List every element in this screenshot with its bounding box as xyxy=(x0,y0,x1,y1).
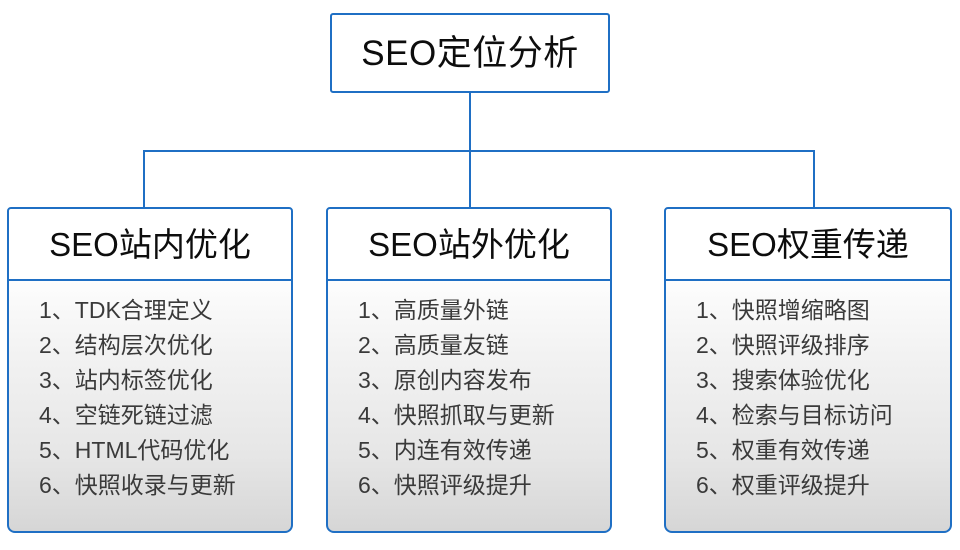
branch-title-1: SEO站内优化 xyxy=(49,225,251,263)
connector-horizontal-bar xyxy=(143,150,815,152)
list-item: 5、内连有效传递 xyxy=(358,437,532,463)
root-node-label: SEO定位分析 xyxy=(361,33,579,73)
list-item: 2、快照评级排序 xyxy=(696,332,870,358)
branch-title-3: SEO权重传递 xyxy=(707,225,909,263)
list-item: 1、快照增缩略图 xyxy=(696,297,870,323)
connector-drop-branch-2 xyxy=(469,150,471,208)
branch-title-2: SEO站外优化 xyxy=(368,225,570,263)
branch-header-2[interactable]: SEO站外优化 xyxy=(326,207,612,281)
list-item: 6、权重评级提升 xyxy=(696,472,870,498)
branch-body-2: 1、高质量外链 2、高质量友链 3、原创内容发布 4、快照抓取与更新 5、内连有… xyxy=(326,281,612,533)
list-item: 2、结构层次优化 xyxy=(39,332,213,358)
list-item: 4、快照抓取与更新 xyxy=(358,402,555,428)
list-item: 5、权重有效传递 xyxy=(696,437,870,463)
branch-header-1[interactable]: SEO站内优化 xyxy=(7,207,293,281)
root-node[interactable]: SEO定位分析 xyxy=(330,13,610,93)
branch-card-1[interactable]: SEO站内优化 1、TDK合理定义 2、结构层次优化 3、站内标签优化 4、空链… xyxy=(7,207,293,533)
branch-list-3: 1、快照增缩略图 2、快照评级排序 3、搜索体验优化 4、检索与目标访问 5、权… xyxy=(696,293,950,503)
list-item: 2、高质量友链 xyxy=(358,332,509,358)
list-item: 3、原创内容发布 xyxy=(358,367,532,393)
list-item: 6、快照评级提升 xyxy=(358,472,532,498)
list-item: 4、检索与目标访问 xyxy=(696,402,893,428)
branch-header-3[interactable]: SEO权重传递 xyxy=(664,207,952,281)
branch-list-2: 1、高质量外链 2、高质量友链 3、原创内容发布 4、快照抓取与更新 5、内连有… xyxy=(358,293,610,503)
list-item: 5、HTML代码优化 xyxy=(39,437,230,463)
list-item: 1、TDK合理定义 xyxy=(39,297,213,323)
connector-drop-branch-3 xyxy=(813,150,815,208)
branch-list-1: 1、TDK合理定义 2、结构层次优化 3、站内标签优化 4、空链死链过滤 5、H… xyxy=(39,293,291,503)
branch-card-3[interactable]: SEO权重传递 1、快照增缩略图 2、快照评级排序 3、搜索体验优化 4、检索与… xyxy=(664,207,952,533)
list-item: 4、空链死链过滤 xyxy=(39,402,213,428)
list-item: 6、快照收录与更新 xyxy=(39,472,236,498)
list-item: 3、站内标签优化 xyxy=(39,367,213,393)
branch-card-2[interactable]: SEO站外优化 1、高质量外链 2、高质量友链 3、原创内容发布 4、快照抓取与… xyxy=(326,207,612,533)
list-item: 1、高质量外链 xyxy=(358,297,509,323)
list-item: 3、搜索体验优化 xyxy=(696,367,870,393)
connector-root-vertical xyxy=(469,93,471,151)
branch-body-3: 1、快照增缩略图 2、快照评级排序 3、搜索体验优化 4、检索与目标访问 5、权… xyxy=(664,281,952,533)
connector-drop-branch-1 xyxy=(143,150,145,208)
branch-body-1: 1、TDK合理定义 2、结构层次优化 3、站内标签优化 4、空链死链过滤 5、H… xyxy=(7,281,293,533)
